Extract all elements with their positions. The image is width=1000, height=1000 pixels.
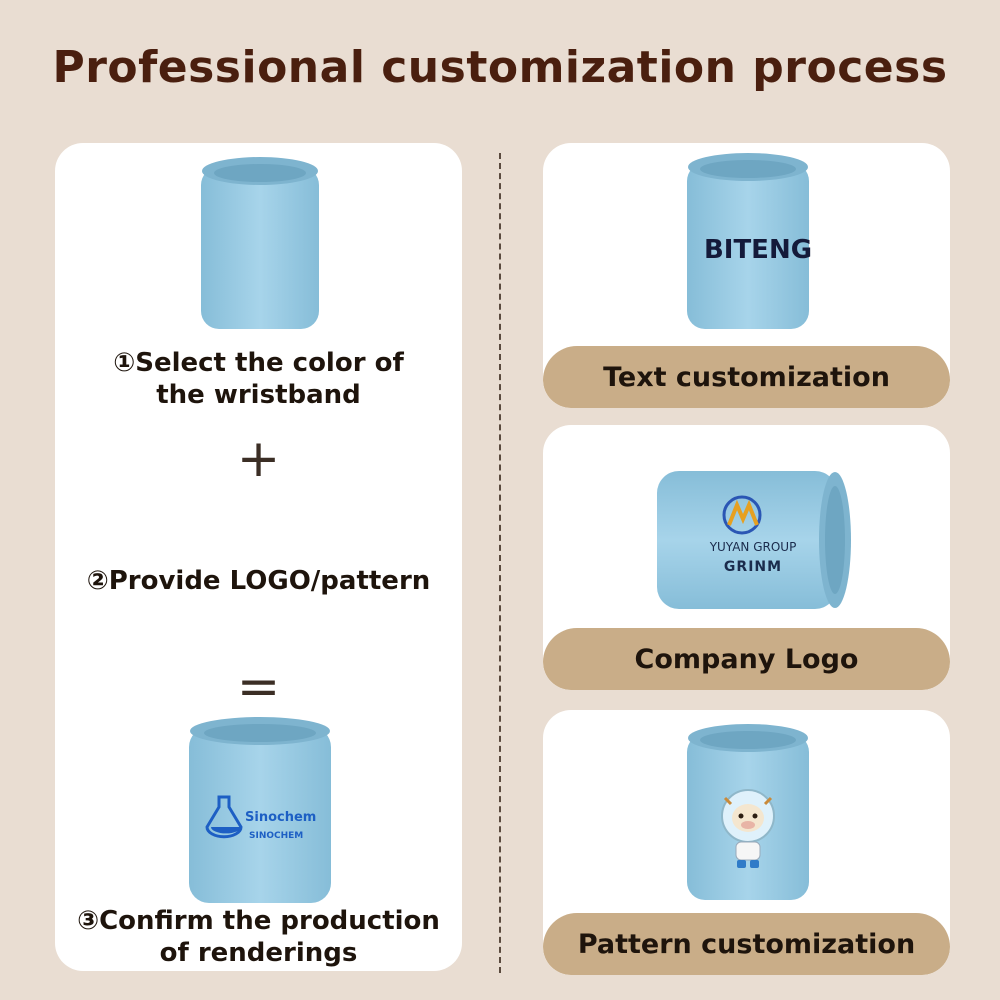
company-name-text: YUYAN GROUP (709, 540, 797, 554)
equals-sign: = (236, 657, 281, 717)
yuyan-logo-icon (722, 495, 762, 535)
sinochem-logo-name: Sinochem (245, 810, 317, 825)
pattern-customization-card: Pattern customization (543, 710, 950, 975)
plus-sign: + (236, 429, 281, 489)
text-sample: BITENG (703, 235, 813, 265)
step-1-label: ①Select the color of the wristband (113, 348, 404, 410)
sinochem-logo-icon (205, 795, 243, 839)
sinochem-logo-sub: SINOCHEM (249, 831, 304, 841)
process-card: ①Select the color of the wristband + ②Pr… (55, 143, 462, 971)
wristband-rendering-image (189, 717, 331, 903)
wristband-logo-image (657, 471, 851, 609)
pattern-customization-label: Pattern customization (543, 913, 950, 975)
company-logo-card: YUYAN GROUP GRINM Company Logo (543, 425, 950, 690)
page-title: Professional customization process (52, 42, 948, 93)
step-2-label: ②Provide LOGO/pattern (86, 566, 431, 596)
step-3-label: ③Confirm the production of renderings (77, 906, 440, 968)
wristband-plain-image (201, 157, 319, 329)
wristband-pattern-image (687, 724, 809, 900)
text-customization-card: BITENG Text customization (543, 143, 950, 408)
company-logo-label: Company Logo (543, 628, 950, 690)
dashed-divider (499, 153, 501, 973)
text-customization-label: Text customization (543, 346, 950, 408)
brand-name-text: GRINM (723, 559, 783, 575)
wristband-text-image (687, 153, 809, 329)
cartoon-cow-astronaut-icon (721, 789, 775, 868)
